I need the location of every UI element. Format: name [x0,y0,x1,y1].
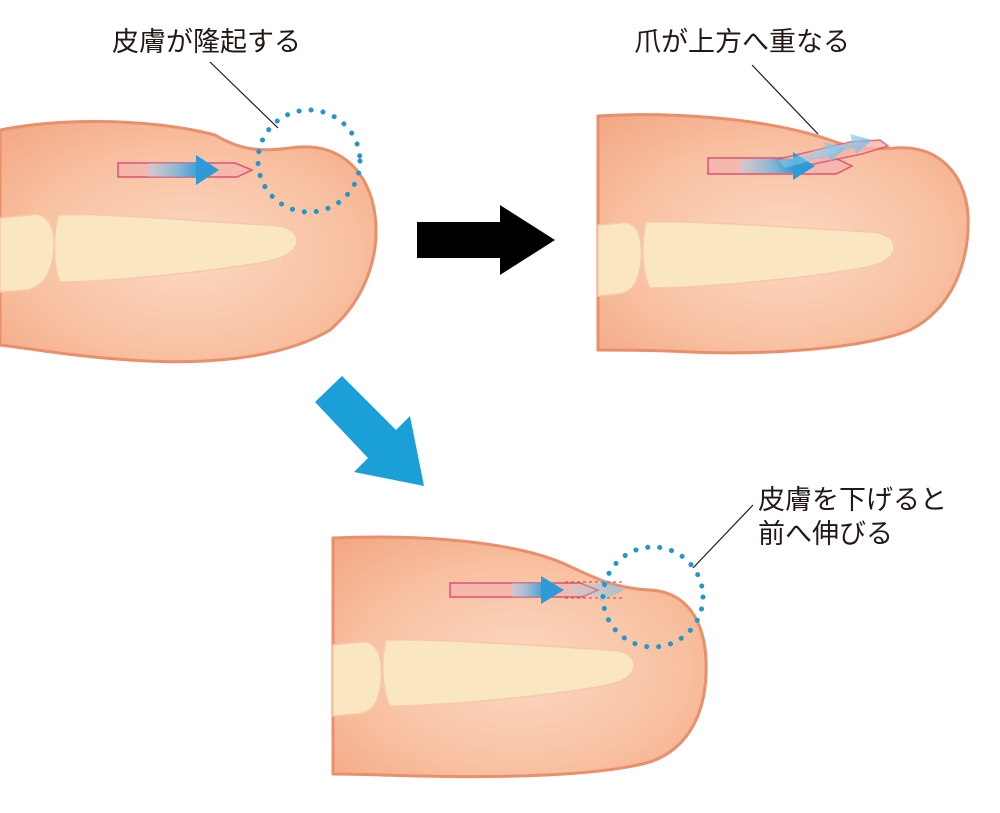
finger-bone [0,213,298,293]
finger-skin-raised [0,107,378,364]
label-skin-raised: 皮膚が隆起する [112,27,301,58]
label-skin-lowered-line1: 皮膚を下げると [758,485,947,516]
leader-line-top-left [209,61,279,129]
finger-skin-lowered [331,535,708,779]
raised-skin-circle [255,107,363,215]
process-arrow-down-right [315,376,424,486]
finger-bone [332,638,635,717]
nail-plate [449,576,624,604]
label-nail-overlap: 爪が上方へ重なる [634,27,850,58]
finger-nail-overlapping [596,113,970,355]
nail-plate [707,134,890,180]
finger-bone [597,220,895,297]
process-arrow-right [417,205,555,275]
label-skin-lowered-line2: 前へ伸びる [758,519,893,550]
leader-line-top-right [751,64,819,135]
leader-line-bottom [692,504,754,569]
lowered-skin-circle [600,544,706,650]
nail-plate [117,155,254,185]
